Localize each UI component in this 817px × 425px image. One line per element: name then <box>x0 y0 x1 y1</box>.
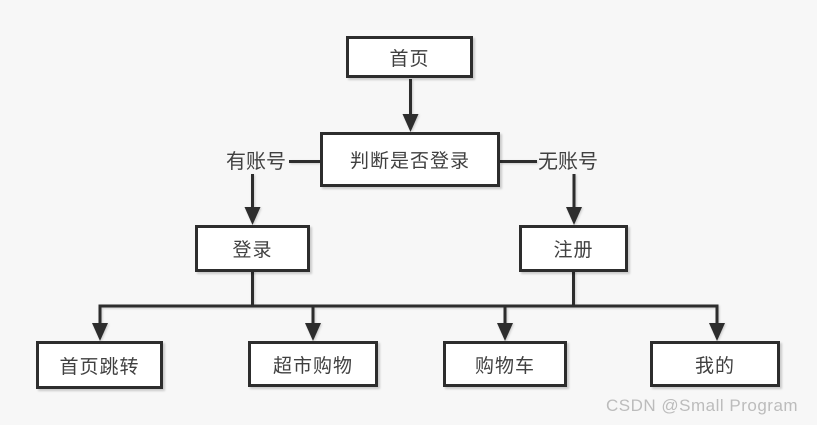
node-market-shopping: 超市购物 <box>248 341 378 387</box>
edge-noaccount-to-register-arrow <box>566 207 582 225</box>
node-register: 注册 <box>519 225 628 272</box>
node-judge-login: 判断是否登录 <box>320 132 500 187</box>
node-cart: 购物车 <box>443 341 567 387</box>
edge-bus-to-cart-arrow <box>497 323 513 341</box>
edge-bus-to-homeredirect-arrow <box>92 323 108 341</box>
edge-home-to-judge-arrow <box>402 114 419 132</box>
node-home: 首页 <box>346 36 473 78</box>
node-mine: 我的 <box>650 341 780 387</box>
edge-bus-to-mine-arrow <box>709 323 725 341</box>
node-login: 登录 <box>195 225 310 272</box>
edge-label-no-account: 无账号 <box>538 151 598 173</box>
edge-label-has-account: 有账号 <box>226 151 286 173</box>
edge-hasaccount-to-login-arrow <box>244 207 261 225</box>
csdn-watermark: CSDN @Small Program <box>606 396 799 415</box>
edge-bus-to-market-arrow <box>305 323 321 341</box>
node-home-redirect: 首页跳转 <box>36 341 163 389</box>
